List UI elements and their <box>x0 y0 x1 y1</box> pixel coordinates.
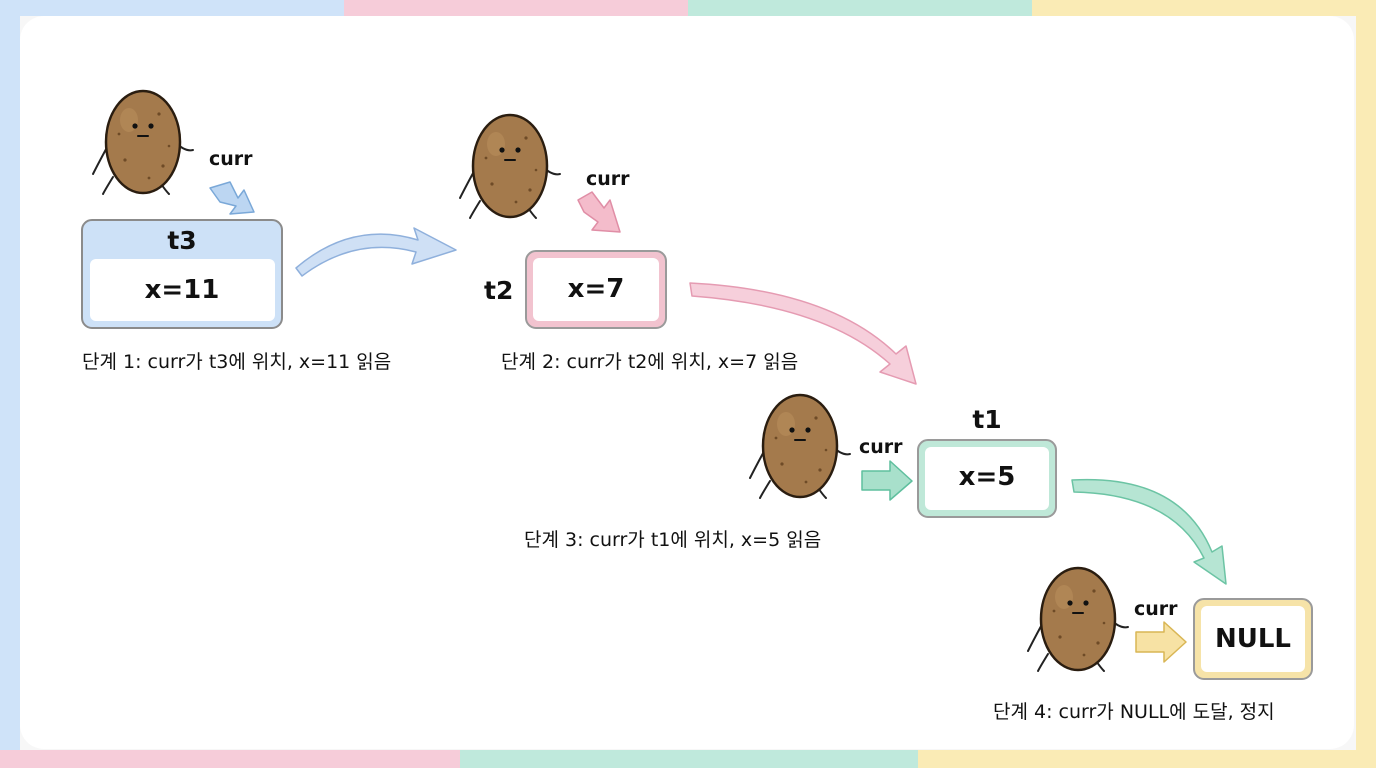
null-node-panel <box>1201 606 1305 672</box>
pointer-arrow-icon <box>861 460 913 501</box>
node-name: t1 <box>972 405 1002 434</box>
node-t3 <box>81 219 283 329</box>
link-arrow-t2-t1 <box>689 282 917 385</box>
pointer-label: curr <box>209 148 253 170</box>
step-caption: 단계 4: curr가 NULL에 도달, 정지 <box>993 701 1275 723</box>
node-t2-value-panel <box>533 258 659 321</box>
node-name: t2 <box>484 276 514 305</box>
link-arrow-t1-null <box>1071 478 1227 585</box>
potato-mascot-icon <box>458 113 562 220</box>
pointer-label: curr <box>859 436 903 458</box>
step-caption: 단계 2: curr가 t2에 위치, x=7 읽음 <box>501 351 799 373</box>
diagram-card <box>20 16 1354 749</box>
node-value: x=5 <box>958 462 1016 492</box>
pointer-label: curr <box>586 168 630 190</box>
node-name: t3 <box>167 226 197 255</box>
pointer-arrow-icon <box>1135 621 1187 663</box>
node-t2 <box>525 250 667 329</box>
pointer-arrow-icon <box>209 181 255 215</box>
step-caption: 단계 1: curr가 t3에 위치, x=11 읽음 <box>82 351 392 373</box>
potato-mascot-icon <box>1026 566 1130 673</box>
node-t3-value-panel <box>90 259 275 321</box>
step-caption: 단계 3: curr가 t1에 위치, x=5 읽음 <box>524 529 822 551</box>
node-t1 <box>917 439 1057 518</box>
null-label: NULL <box>1214 624 1292 654</box>
node-t1-value-panel <box>925 447 1049 510</box>
node-value: x=11 <box>144 275 220 305</box>
potato-mascot-icon <box>748 393 852 500</box>
node-value: x=7 <box>567 274 625 304</box>
pointer-arrow-icon <box>577 191 621 233</box>
link-arrow-t3-t2 <box>295 227 457 277</box>
null-node <box>1193 598 1313 680</box>
pointer-label: curr <box>1134 598 1178 620</box>
potato-mascot-icon <box>91 89 195 196</box>
